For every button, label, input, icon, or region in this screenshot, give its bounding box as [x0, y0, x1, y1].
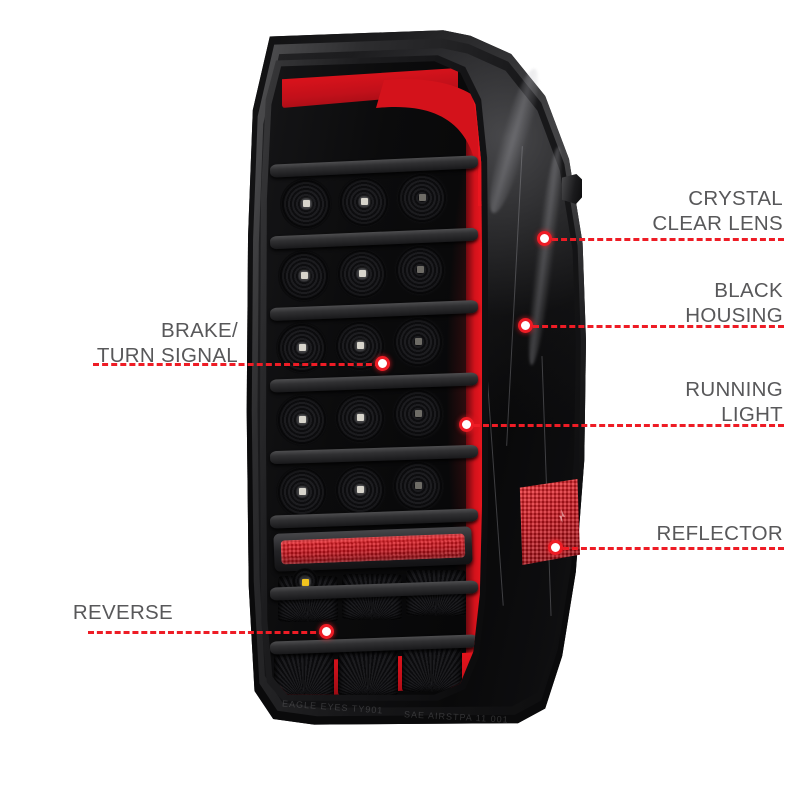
led-cup [394, 244, 446, 296]
callout-leader-reverse [88, 631, 325, 634]
running-light-bar-vertical [466, 120, 482, 660]
led-cup [276, 322, 328, 374]
red-reflector-strip-frame [273, 526, 473, 572]
led-cup [396, 172, 448, 224]
mounting-tab [562, 174, 582, 204]
callout-leader-running-light [474, 424, 784, 427]
callout-leader-black-housing [533, 325, 784, 328]
callout-marker-running-light[interactable] [459, 417, 474, 432]
callout-marker-reflector[interactable] [548, 540, 563, 555]
reverse-reflector [274, 652, 334, 695]
led-cup [276, 394, 328, 446]
callout-label-crystal-clear-lens: CRYSTAL CLEAR LENS [652, 187, 783, 235]
tail-light-assembly: EAGLE EYES TY901 SAE AIRSTPA 11 001 [246, 26, 586, 726]
side-reflector [519, 479, 580, 565]
led-cup [392, 460, 444, 512]
callout-leader-reflector [563, 547, 784, 550]
callout-marker-brake-turn-signal[interactable] [375, 356, 390, 371]
chamber-rib [269, 444, 479, 465]
callout-label-running-light: RUNNING LIGHT [685, 378, 783, 426]
led-cup [276, 466, 328, 518]
led-cup [338, 176, 390, 228]
callout-marker-black-housing[interactable] [518, 318, 533, 333]
callout-label-brake-turn-signal: BRAKE/ TURN SIGNAL [96, 319, 238, 367]
callout-leader-crystal-clear-lens [552, 238, 784, 241]
chamber-rib [269, 372, 479, 393]
chamber-rib [269, 300, 479, 321]
callout-leader-brake-turn-signal [93, 363, 381, 366]
led-chamber [266, 61, 482, 695]
led-cup [278, 250, 330, 302]
callout-marker-crystal-clear-lens[interactable] [537, 231, 552, 246]
callout-label-reflector: REFLECTOR [656, 522, 783, 545]
chamber-rib [269, 227, 479, 250]
callout-label-black-housing: BLACK HOUSING [685, 279, 783, 327]
reverse-reflector [338, 650, 398, 695]
led-cup [334, 392, 386, 444]
led-cup [336, 248, 388, 300]
reflector-arrow-icon [559, 509, 565, 523]
led-cup [392, 388, 444, 440]
red-reflector-strip [280, 533, 466, 565]
led-cup [334, 464, 386, 516]
reverse-reflector [402, 646, 462, 692]
callout-label-reverse: REVERSE [72, 601, 173, 624]
led-cup [392, 316, 444, 368]
callout-marker-reverse[interactable] [319, 624, 334, 639]
led-cup [280, 178, 332, 230]
